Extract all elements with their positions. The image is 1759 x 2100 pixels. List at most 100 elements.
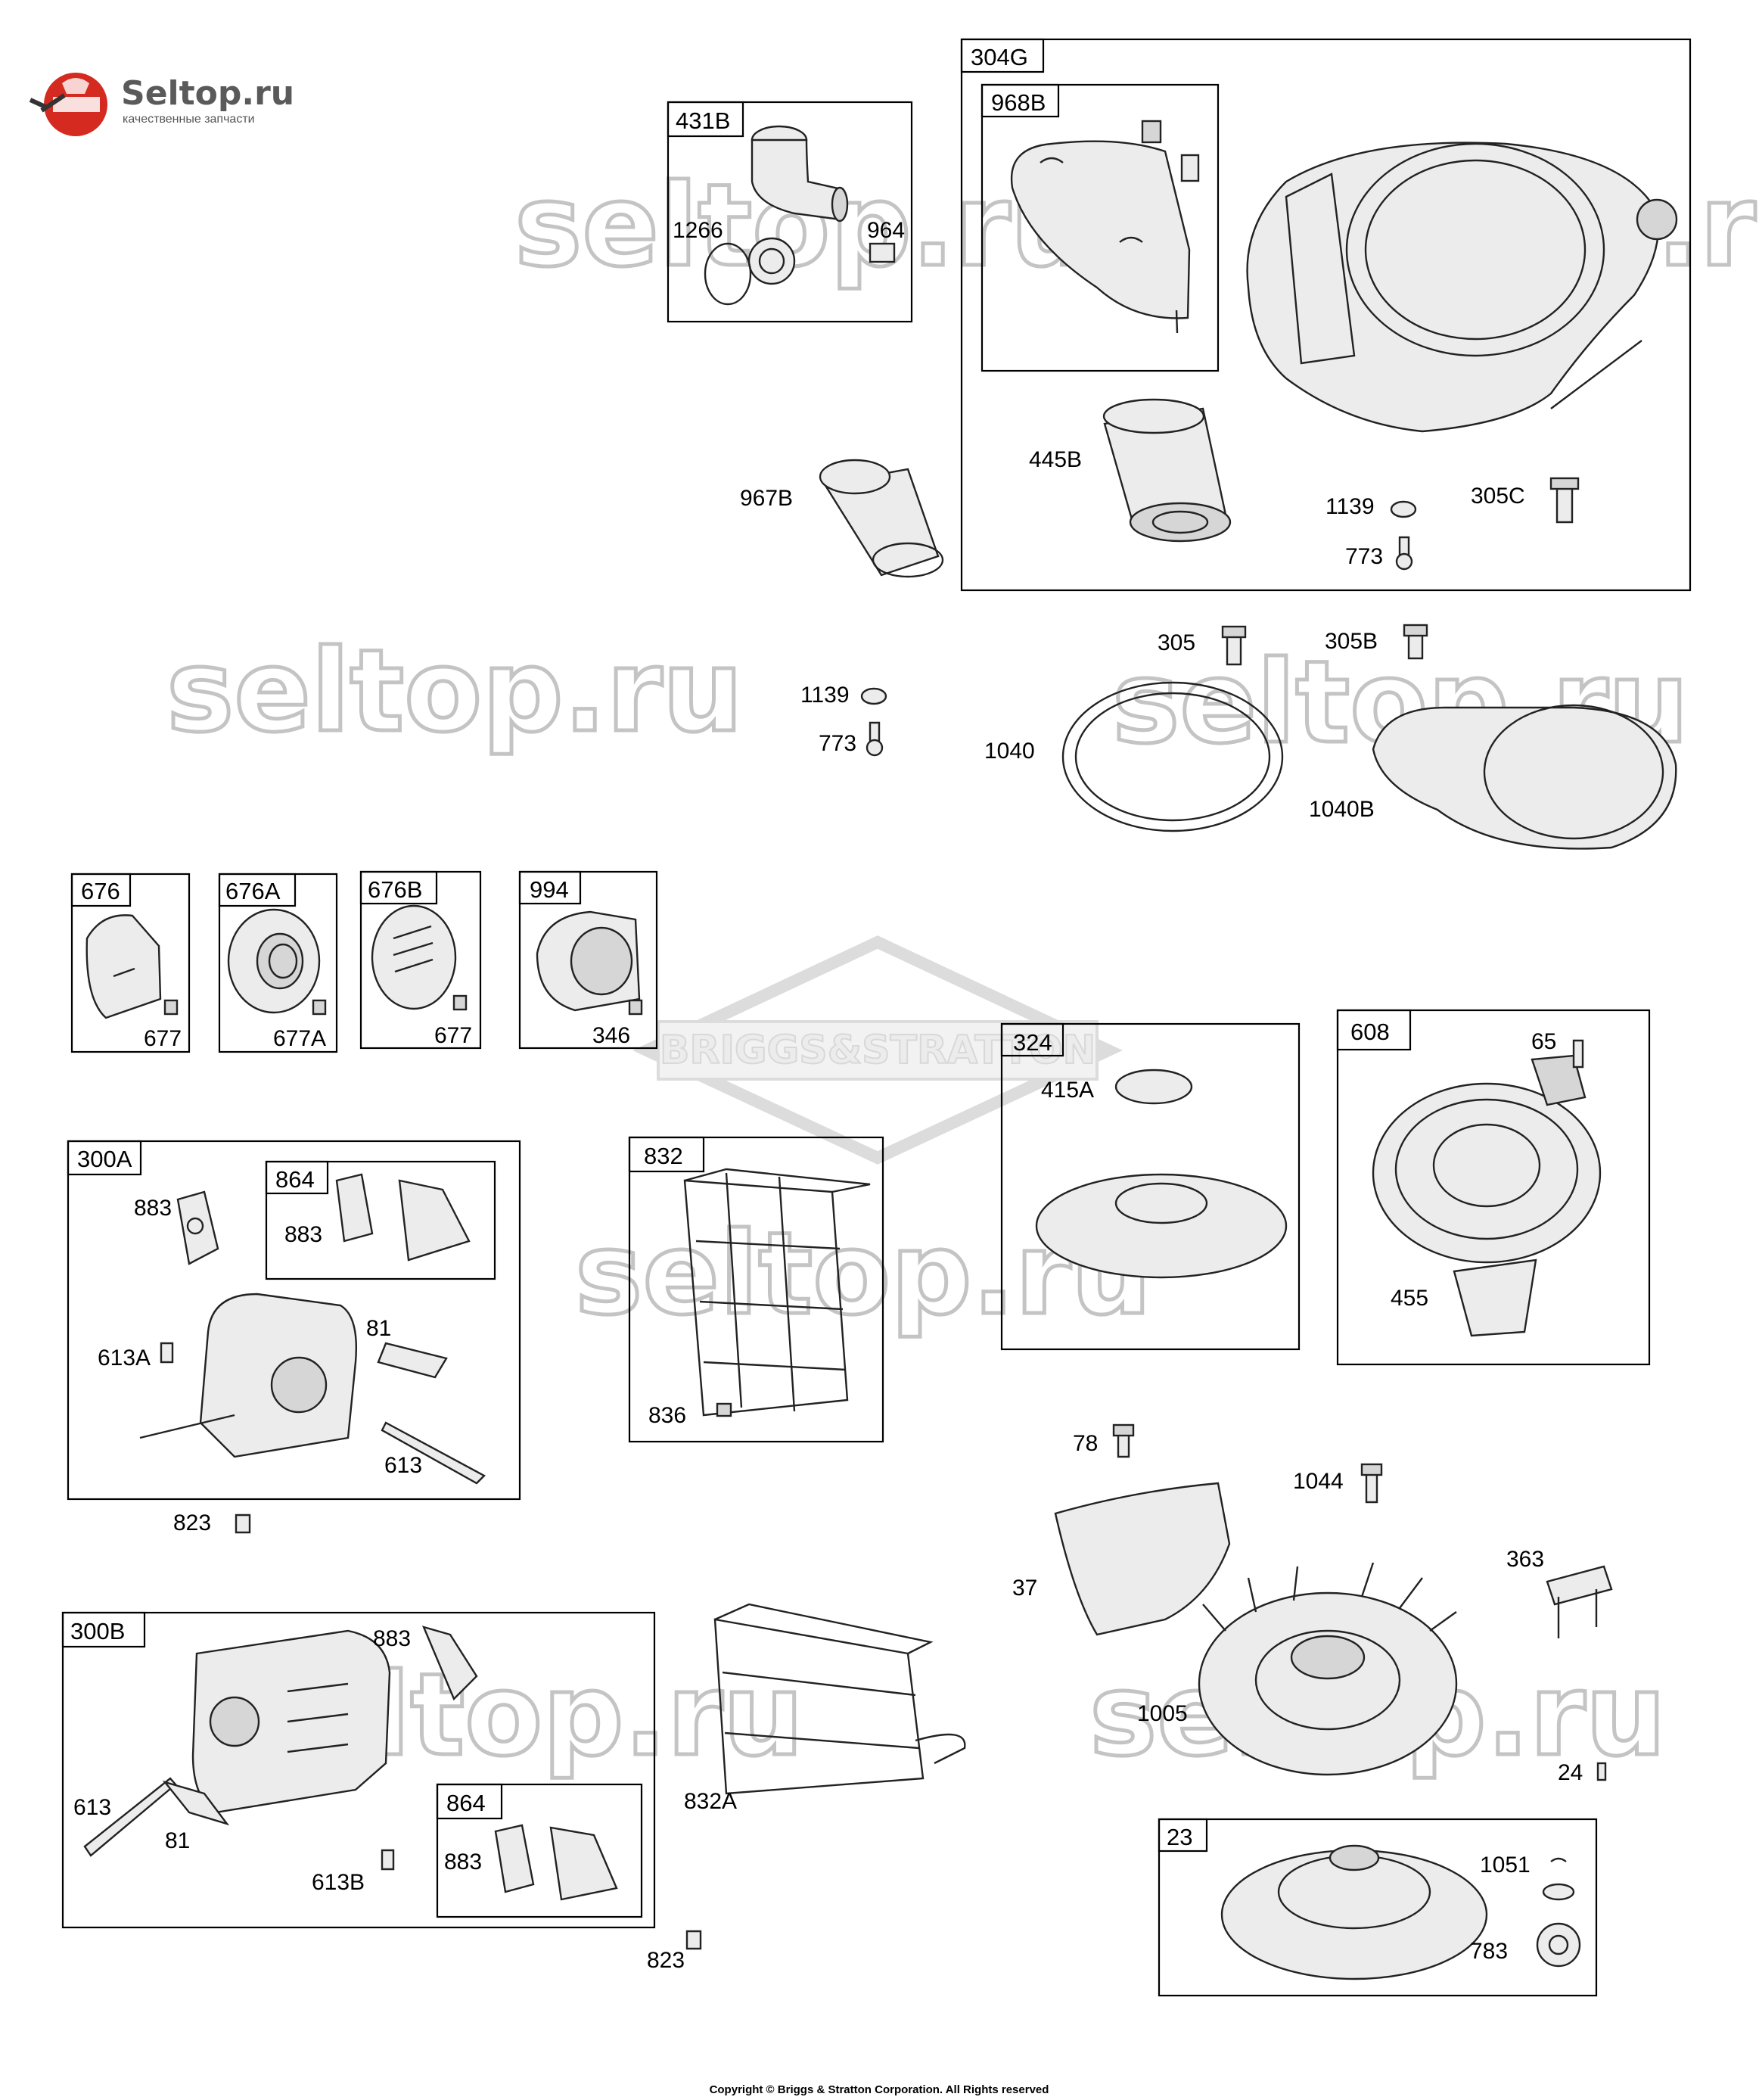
assembly-box-304G: 304G xyxy=(960,38,1692,592)
callout-labels: 1266 964 967B 445B 1139 305C 773 305 305… xyxy=(73,218,1583,1973)
box-label: 23 xyxy=(1167,1824,1192,1850)
callout: 773 xyxy=(819,731,856,756)
assembly-box-832: 832 xyxy=(628,1136,884,1443)
box-label: 676B xyxy=(368,876,422,903)
blower-baffle-ring xyxy=(1061,681,1284,832)
callout: 65 xyxy=(1531,1029,1556,1054)
box-label: 676 xyxy=(81,878,120,904)
assembly-box-864: 864 xyxy=(436,1783,643,1918)
callout: 783 xyxy=(1470,1939,1508,1964)
callout: 346 xyxy=(592,1023,630,1048)
callout: 1139 xyxy=(800,683,850,708)
air-guide xyxy=(1054,1423,1383,1636)
callout: 1005 xyxy=(1137,1701,1188,1726)
blower-housing xyxy=(1246,142,1678,433)
box-label: 864 xyxy=(446,1790,486,1816)
blower-housing-ring xyxy=(1372,704,1677,850)
callout: 24 xyxy=(1558,1760,1583,1785)
assembly-box-431B: 431B xyxy=(667,101,913,323)
callout: 613 xyxy=(384,1453,422,1478)
callout: 823 xyxy=(647,1948,685,1973)
box-label: 304G xyxy=(971,44,1028,70)
callout: 613A xyxy=(98,1346,151,1370)
box-label: 300B xyxy=(70,1618,125,1644)
assembly-box-676: 676 xyxy=(70,873,191,1053)
callout: 677 xyxy=(434,1023,472,1048)
seltop-logo: Seltop.ru качественные запчасти xyxy=(29,73,294,136)
assembly-box-300B: 300B xyxy=(61,1611,656,1929)
air-intake-elbow xyxy=(704,125,896,306)
callout: 305B xyxy=(1325,629,1378,654)
box-label: 864 xyxy=(275,1166,315,1193)
callout: 78 xyxy=(1073,1431,1098,1456)
callout: 677A xyxy=(273,1026,326,1051)
callout: 823 xyxy=(173,1510,211,1535)
callout: 1051 xyxy=(1480,1853,1531,1878)
callout: 1139 xyxy=(1325,494,1375,519)
assembly-box-676B: 676B xyxy=(359,870,482,1050)
callout: 81 xyxy=(366,1316,391,1341)
callout: 832A xyxy=(684,1789,737,1814)
callout: 613B xyxy=(312,1870,365,1895)
flywheel xyxy=(1220,1844,1581,1980)
hardware-group xyxy=(860,477,1580,757)
box-label: 676A xyxy=(225,878,281,904)
watermark: seltop.ru xyxy=(166,626,743,758)
callout: 1266 xyxy=(673,218,723,243)
muffler-300A xyxy=(139,1173,486,1485)
muffler-guard-676 xyxy=(85,914,179,1019)
callout: 1044 xyxy=(1293,1469,1344,1494)
callout: 773 xyxy=(1345,544,1383,569)
box-label: 324 xyxy=(1013,1029,1052,1056)
box-label: 431B xyxy=(676,107,730,134)
callout: 1040 xyxy=(984,739,1035,764)
callout: 1040B xyxy=(1309,797,1375,822)
callout: 964 xyxy=(867,218,905,243)
callout: 883 xyxy=(373,1626,411,1651)
box-label: 994 xyxy=(530,876,569,903)
callout: 883 xyxy=(134,1196,172,1221)
assembly-box-324: 324 xyxy=(1000,1022,1301,1351)
assembly-box-864: 864 xyxy=(265,1160,496,1280)
callout: 305 xyxy=(1158,630,1195,655)
muffler-deflector-676A xyxy=(227,908,327,1016)
assembly-box-300A: 300A xyxy=(67,1140,521,1501)
callout: 677 xyxy=(144,1026,182,1051)
logo-tagline: качественные запчасти xyxy=(123,113,255,126)
muffler-300B xyxy=(83,1626,618,1901)
pre-cleaner-sleeve xyxy=(819,459,944,578)
callout: 415A xyxy=(1041,1078,1094,1103)
air-cleaner-cover xyxy=(1010,120,1200,334)
box-label: 832 xyxy=(644,1143,683,1169)
briggs-emblem-text: BRIGGS&STRATTON xyxy=(660,1028,1095,1073)
assembly-box-676A: 676A xyxy=(218,873,338,1053)
watermark: seltop.ru xyxy=(514,160,1091,292)
box-label: 968B xyxy=(991,89,1046,116)
box-label: 300A xyxy=(77,1146,132,1172)
callout: 81 xyxy=(165,1828,190,1853)
assembly-box-608: 608 xyxy=(1336,1009,1651,1366)
callout: 883 xyxy=(444,1850,482,1874)
rewind-starter xyxy=(1372,1039,1602,1337)
copyright-notice: Copyright © Briggs & Stratton Corporatio… xyxy=(710,2083,1049,2096)
logo-brand: Seltop.ru xyxy=(121,74,294,113)
muffler-guard-832 xyxy=(683,1168,871,1417)
briggs-emblem: BRIGGS&STRATTON xyxy=(632,935,1123,1165)
rotating-screen-cover xyxy=(1035,1069,1288,1279)
assembly-box-23: 23 xyxy=(1158,1818,1598,1997)
armature-bracket xyxy=(1546,1565,1613,1781)
box-label: 608 xyxy=(1350,1019,1390,1045)
callout: 967B xyxy=(740,486,793,511)
assembly-box-968B: 968B xyxy=(981,83,1220,372)
callout: 613 xyxy=(73,1795,111,1820)
spark-arrestor-994 xyxy=(536,910,643,1016)
muffler-guard-832A xyxy=(235,1514,966,1950)
air-filter-cartridge xyxy=(1102,398,1232,543)
callout: 37 xyxy=(1012,1576,1037,1601)
callout: 363 xyxy=(1506,1547,1544,1572)
callout: 455 xyxy=(1391,1286,1428,1311)
callout: 445B xyxy=(1029,447,1082,472)
callout: 305C xyxy=(1471,484,1525,509)
assembly-box-994: 994 xyxy=(518,870,658,1050)
